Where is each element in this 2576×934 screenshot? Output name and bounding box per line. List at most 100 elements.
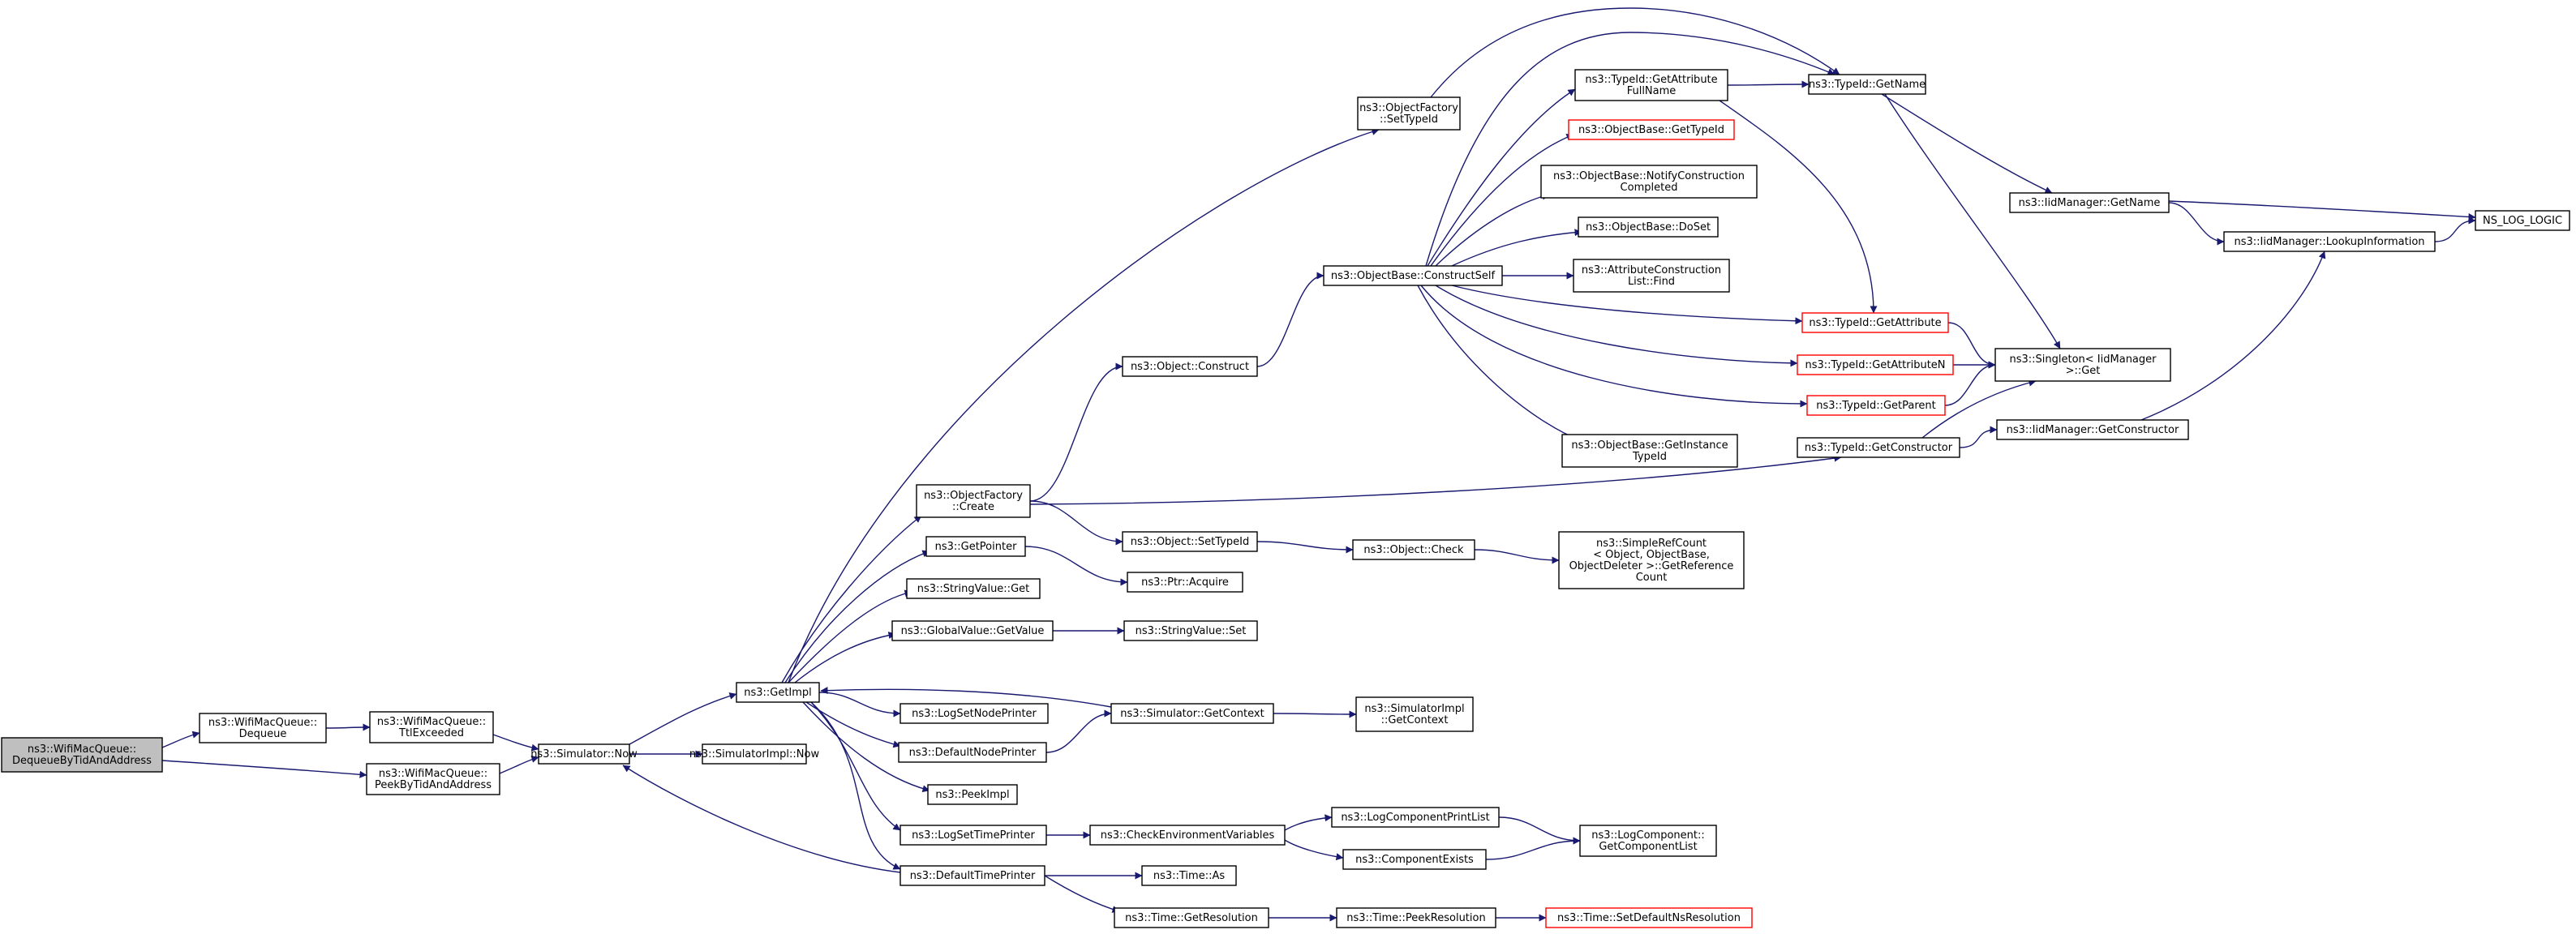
- node-label-line: ns3::Simulator::Now: [530, 748, 638, 760]
- node-objbase-doset[interactable]: ns3::ObjectBase::DoSet: [1578, 216, 1719, 238]
- node-globalvalue-getvalue[interactable]: ns3::GlobalValue::GetValue: [891, 620, 1054, 641]
- node-simplerefcount[interactable]: ns3::SimpleRefCount< Object, ObjectBase,…: [1558, 531, 1745, 589]
- node-logsettimeprinter[interactable]: ns3::LogSetTimePrinter: [899, 825, 1047, 846]
- node-time-setdefaultns[interactable]: ns3::Time::SetDefaultNsResolution: [1545, 907, 1753, 928]
- node-box: [1568, 119, 1735, 140]
- node-stringvalue-set[interactable]: ns3::StringValue::Set: [1123, 620, 1258, 641]
- node-box: [1122, 356, 1258, 377]
- node-objbase-gettypeid[interactable]: ns3::ObjectBase::GetTypeId: [1568, 119, 1735, 140]
- node-label-line: ns3::StringValue::Get: [917, 583, 1029, 595]
- node-label-line: ns3::AttributeConstruction: [1582, 264, 1721, 276]
- node-dequeue-by-tid[interactable]: ns3::WifiMacQueue::DequeueByTidAndAddres…: [1, 737, 163, 773]
- edge-componentexists-to-logcomponent_getlist: [1485, 837, 1581, 860]
- node-stringvalue-get[interactable]: ns3::StringValue::Get: [906, 578, 1041, 599]
- node-label-line: ns3::Time::GetResolution: [1125, 912, 1258, 924]
- node-objfactory-create[interactable]: ns3::ObjectFactory::Create: [916, 484, 1031, 518]
- node-label-line: ns3::ObjectBase::NotifyConstruction: [1553, 170, 1745, 182]
- node-box: [1110, 703, 1274, 724]
- node-label-line: NS_LOG_LOGIC: [2483, 215, 2562, 227]
- node-iidmanager-getname[interactable]: ns3::IidManager::GetName: [2009, 192, 2170, 213]
- node-objfactory-settypeid[interactable]: ns3::ObjectFactory::SetTypeId: [1357, 96, 1461, 131]
- node-checkenv[interactable]: ns3::CheckEnvironmentVariables: [1089, 825, 1286, 846]
- node-time-peekresolution[interactable]: ns3::Time::PeekResolution: [1336, 907, 1496, 928]
- node-simimpl-getcontext[interactable]: ns3::SimulatorImpl::GetContext: [1355, 696, 1474, 732]
- node-time-getresolution[interactable]: ns3::Time::GetResolution: [1114, 907, 1269, 928]
- node-typeid-getparent[interactable]: ns3::TypeId::GetParent: [1806, 395, 1946, 416]
- node-ns-log-logic[interactable]: NS_LOG_LOGIC: [2475, 210, 2570, 231]
- node-label-line: DequeueByTidAndAddress: [12, 755, 152, 767]
- node-label-line: ns3::Object::SetTypeId: [1131, 536, 1249, 548]
- edge-typeid_getattribute-to-singleton_get: [1947, 322, 1996, 369]
- edge-dequeue-to-ttl_exceeded: [325, 723, 371, 731]
- edge-typeid_getattrfullname-to-typeid_getattribute: [1719, 100, 1878, 314]
- node-object-settypeid[interactable]: ns3::Object::SetTypeId: [1122, 531, 1258, 552]
- node-componentexists[interactable]: ns3::ComponentExists: [1342, 849, 1487, 870]
- edge-getpointer-to-ptr_acquire: [1024, 546, 1128, 586]
- node-typeid-getname[interactable]: ns3::TypeId::GetName: [1808, 74, 1926, 95]
- node-box: [1797, 354, 1954, 375]
- edge-defaulttimeprinter-to-time_getresolution: [1044, 875, 1120, 913]
- node-layer: ns3::WifiMacQueue::DequeueByTidAndAddres…: [1, 69, 2570, 928]
- node-label-line: ns3::StringValue::Set: [1136, 625, 1247, 637]
- node-typeid-getattributen[interactable]: ns3::TypeId::GetAttributeN: [1797, 354, 1954, 375]
- edge-objbase_constructself-to-objbase_getinstance: [1417, 285, 1582, 442]
- node-logsetnodeprinter[interactable]: ns3::LogSetNodePrinter: [899, 703, 1049, 724]
- node-box: [1558, 531, 1745, 589]
- node-iidmanager-lookup[interactable]: ns3::IidManager::LookupInformation: [2223, 231, 2436, 252]
- node-box: [1, 737, 163, 773]
- node-label-line: FullName: [1627, 85, 1677, 97]
- node-label-line: ns3::SimpleRefCount: [1596, 538, 1707, 550]
- node-logcomponentprintlist[interactable]: ns3::LogComponentPrintList: [1331, 807, 1500, 828]
- node-getimpl[interactable]: ns3::GetImpl: [736, 682, 820, 703]
- node-label-line: ns3::Ptr::Acquire: [1141, 576, 1229, 589]
- node-typeid-getconstructor[interactable]: ns3::TypeId::GetConstructor: [1797, 437, 1960, 458]
- node-getpointer[interactable]: ns3::GetPointer: [925, 536, 1026, 557]
- edge-defaulttimeprinter-to-sim_now: [622, 765, 901, 873]
- node-peekimpl[interactable]: ns3::PeekImpl: [927, 784, 1018, 805]
- node-typeid-getattribute[interactable]: ns3::TypeId::GetAttribute: [1801, 312, 1949, 333]
- node-object-check[interactable]: ns3::Object::Check: [1352, 539, 1475, 560]
- node-iidmanager-getconstructor[interactable]: ns3::IidManager::GetConstructor: [1996, 419, 2189, 440]
- node-objbase-constructself[interactable]: ns3::ObjectBase::ConstructSelf: [1323, 265, 1503, 286]
- edge-sim_getcontext-to-simimpl_getcontext: [1273, 710, 1357, 718]
- node-time-as[interactable]: ns3::Time::As: [1141, 865, 1237, 886]
- node-box: [906, 578, 1041, 599]
- edge-getimpl-to-logsettimeprinter: [810, 701, 901, 831]
- edge-object_construct-to-objbase_constructself: [1256, 272, 1324, 367]
- edge-objbase_constructself-to-objbase_gettypeid: [1430, 134, 1574, 267]
- node-object-construct[interactable]: ns3::Object::Construct: [1122, 356, 1258, 377]
- node-label-line: ns3::Singleton< IidManager: [2009, 353, 2157, 366]
- node-peek-by-tid[interactable]: ns3::WifiMacQueue::PeekByTidAndAddress: [366, 763, 500, 795]
- node-objbase-notify[interactable]: ns3::ObjectBase::NotifyConstructionCompl…: [1540, 165, 1758, 199]
- node-sim-now[interactable]: ns3::Simulator::Now: [530, 743, 638, 765]
- node-defaulttimeprinter[interactable]: ns3::DefaultTimePrinter: [899, 865, 1045, 886]
- node-label-line: ns3::TypeId::GetConstructor: [1805, 442, 1953, 454]
- node-defaultnodeprinter[interactable]: ns3::DefaultNodePrinter: [898, 742, 1047, 763]
- edge-objbase_constructself-to-typeid_getattribute: [1451, 285, 1803, 325]
- node-logcomponent-getlist[interactable]: ns3::LogComponent::GetComponentList: [1579, 825, 1717, 857]
- node-box: [366, 763, 500, 795]
- node-ptr-acquire[interactable]: ns3::Ptr::Acquire: [1127, 572, 1243, 593]
- node-label-line: ns3::ObjectBase::GetInstance: [1571, 439, 1728, 452]
- node-box: [2475, 210, 2570, 231]
- node-ttl-exceeded[interactable]: ns3::WifiMacQueue::TtlExceeded: [369, 711, 494, 743]
- node-label-line: ns3::LogComponentPrintList: [1341, 812, 1489, 824]
- node-simimpl-now[interactable]: ns3::SimulatorImpl::Now: [689, 743, 820, 765]
- node-dequeue[interactable]: ns3::WifiMacQueue::Dequeue: [199, 713, 327, 743]
- node-box: [1336, 907, 1496, 928]
- node-label-line: ns3::Object::Check: [1363, 544, 1464, 556]
- node-sim-getcontext[interactable]: ns3::Simulator::GetContext: [1110, 703, 1274, 724]
- edge-checkenv-to-componentexists: [1284, 839, 1344, 861]
- node-label-line: ns3::WifiMacQueue::: [379, 768, 487, 780]
- edge-objfactory_create-to-typeid_getconstructor: [1029, 454, 1842, 505]
- node-label-line: ns3::TypeId::GetAttribute: [1585, 74, 1717, 86]
- node-singleton-get[interactable]: ns3::Singleton< IidManager>::Get: [1994, 348, 2171, 382]
- node-box: [898, 742, 1047, 763]
- node-label-line: ns3::GetImpl: [744, 687, 812, 699]
- node-label-line: ns3::WifiMacQueue::: [28, 743, 136, 756]
- node-box: [899, 703, 1049, 724]
